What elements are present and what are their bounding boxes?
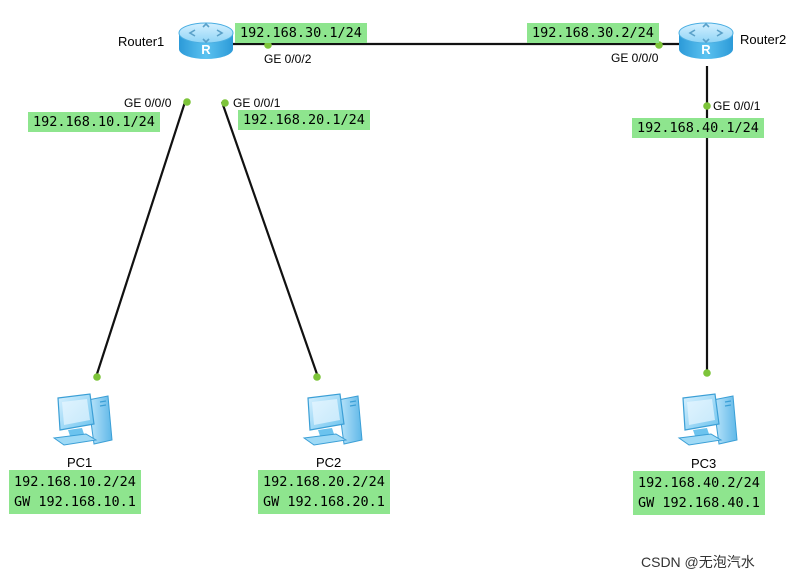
r2-ge001-ip: 192.168.40.1/24 [632, 118, 764, 138]
router2-icon[interactable] [678, 22, 734, 60]
pc2-label: PC2 [316, 455, 342, 470]
pc3-label: PC3 [691, 456, 717, 471]
endpoint-dot [221, 99, 229, 107]
endpoint-dot [703, 102, 711, 110]
r1-ge000-ip: 192.168.10.1/24 [28, 112, 160, 132]
router2-label: Router2 [740, 32, 787, 47]
r1-ge002-port: GE 0/0/2 [264, 52, 312, 66]
router1-label: Router1 [118, 34, 165, 49]
pc1-address-block: 192.168.10.2/24 GW 192.168.10.1 [9, 470, 141, 514]
link-r1-pc2 [220, 101, 320, 378]
endpoint-dot [655, 41, 663, 49]
endpoint-dot [703, 369, 711, 377]
endpoint-dot [264, 41, 272, 49]
pc3-address-block: 192.168.40.2/24 GW 192.168.40.1 [633, 471, 765, 515]
pc2-address-block: 192.168.20.2/24 GW 192.168.20.1 [258, 470, 390, 514]
link-r1-pc1 [94, 101, 187, 378]
pc3-icon[interactable] [678, 393, 738, 446]
endpoint-dot [313, 373, 321, 381]
pc2-ip: 192.168.20.2/24 [263, 474, 385, 490]
pc1-label: PC1 [67, 455, 93, 470]
pc3-gateway: GW 192.168.40.1 [638, 495, 760, 511]
router1-icon[interactable] [178, 22, 234, 60]
r1-ge001-port: GE 0/0/1 [233, 96, 281, 110]
watermark: CSDN @无泡汽水 [641, 554, 755, 570]
r2-ge000-port: GE 0/0/0 [611, 51, 659, 65]
r1-ge001-ip: 192.168.20.1/24 [238, 110, 370, 130]
r1-ge000-port: GE 0/0/0 [124, 96, 172, 110]
r2-ge001-port: GE 0/0/1 [713, 99, 761, 113]
pc1-ip: 192.168.10.2/24 [14, 474, 136, 490]
pc2-gateway: GW 192.168.20.1 [263, 494, 385, 510]
pc1-gateway: GW 192.168.10.1 [14, 494, 136, 510]
r1-ge002-ip: 192.168.30.1/24 [235, 23, 367, 43]
pc3-ip: 192.168.40.2/24 [638, 475, 760, 491]
endpoint-dot [93, 373, 101, 381]
r2-ge000-ip: 192.168.30.2/24 [527, 23, 659, 43]
pc2-icon[interactable] [303, 393, 363, 446]
endpoint-dot [183, 98, 191, 106]
pc1-icon[interactable] [53, 393, 113, 446]
